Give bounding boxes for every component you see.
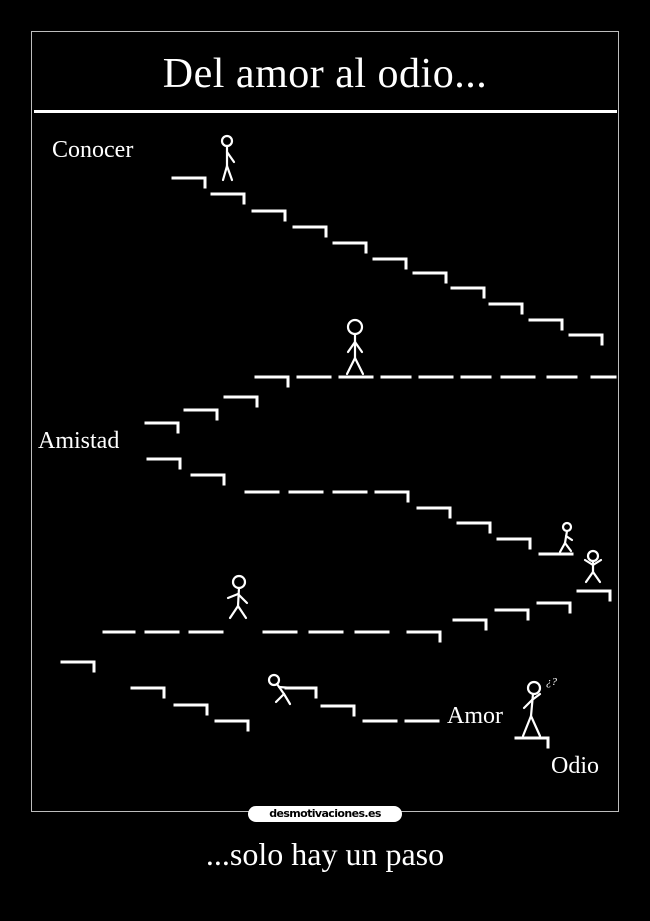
site-watermark-badge[interactable]: desmotivaciones.es [248, 806, 402, 822]
question-mark: ¿? [546, 676, 557, 688]
stick-figure-icon [345, 318, 365, 376]
stair-step-icon [223, 395, 259, 408]
stair-step-icon [171, 176, 207, 189]
stair-step-icon [130, 686, 166, 699]
stair-step-icon [292, 225, 328, 238]
stair-step-icon [146, 457, 182, 470]
stair-step-icon [374, 490, 410, 503]
stick-figure-icon [583, 549, 603, 584]
stair-step-icon [416, 506, 452, 519]
stick-figure-icon [521, 680, 542, 738]
stair-step-icon [450, 286, 486, 299]
stage-label-conocer: Conocer [52, 137, 134, 163]
poster-caption: ...solo hay un paso [205, 836, 445, 872]
stair-step-icon [183, 408, 219, 421]
stair-step-icon [514, 736, 550, 749]
stair-step-icon [173, 703, 209, 716]
stair-step-icon [496, 537, 532, 550]
stair-step-icon [406, 630, 442, 643]
title-divider [34, 110, 617, 113]
stair-step-icon [60, 660, 96, 673]
stair-step-icon [576, 589, 612, 602]
stick-figure-icon [220, 134, 236, 182]
stair-step-icon [528, 318, 564, 331]
stair-step-icon [332, 241, 368, 254]
stair-step-icon [320, 704, 356, 717]
stair-step-icon [456, 521, 492, 534]
stick-figure-icon [267, 673, 294, 706]
stick-figure-icon [226, 574, 249, 620]
stage-label-amistad: Amistad [38, 428, 120, 454]
stair-step-icon [372, 257, 408, 270]
stage-label-odio: Odio [551, 753, 599, 779]
poster-title: Del amor al odio... [162, 51, 488, 97]
stair-step-icon [190, 473, 226, 486]
stick-figure-icon [558, 521, 574, 554]
stair-step-icon [488, 302, 524, 315]
stair-step-icon [254, 375, 290, 388]
stair-step-icon [251, 209, 287, 222]
stair-step-icon [284, 686, 318, 699]
stair-step-icon [214, 719, 250, 732]
stair-step-icon [210, 192, 246, 205]
stair-step-icon [452, 618, 488, 631]
stair-step-icon [494, 608, 530, 621]
stair-step-icon [412, 271, 448, 284]
stair-step-icon [568, 333, 604, 346]
stair-step-icon [144, 421, 180, 434]
stair-step-icon [536, 601, 572, 614]
stage-label-amor: Amor [447, 703, 503, 729]
